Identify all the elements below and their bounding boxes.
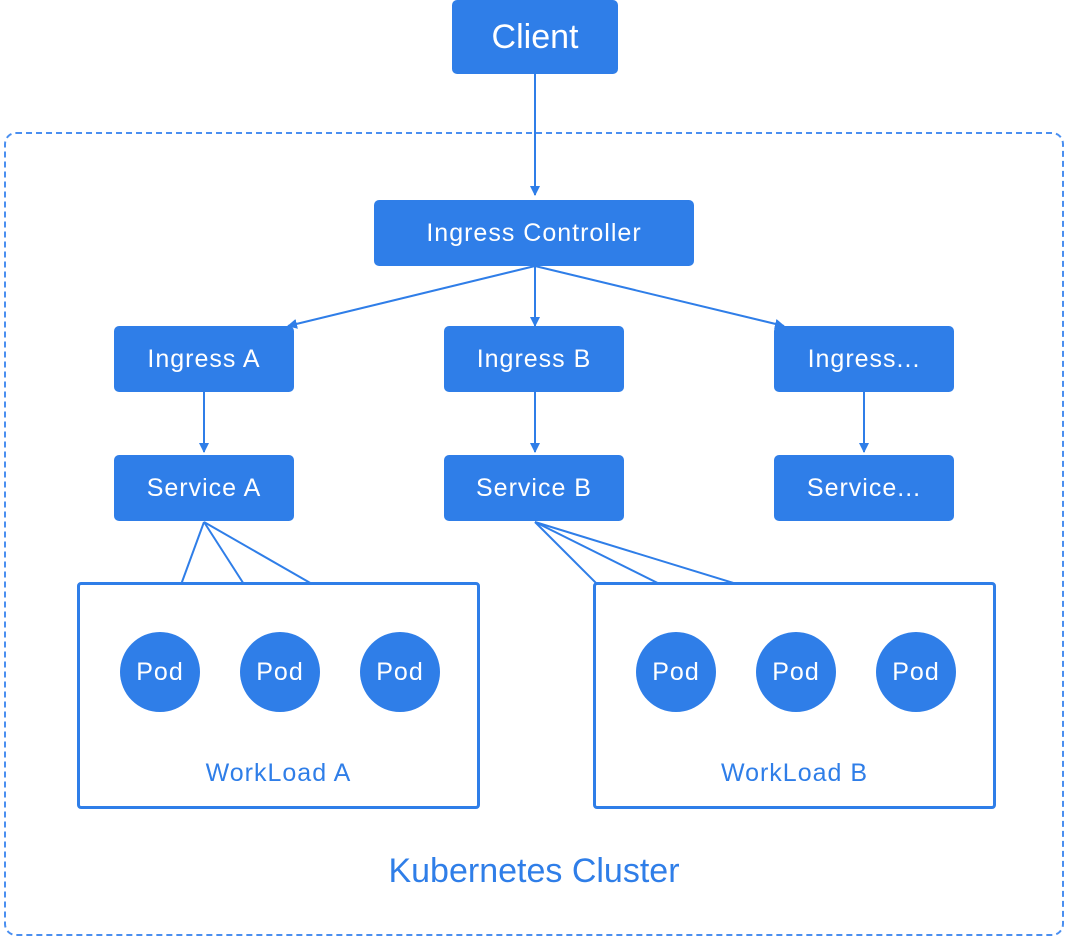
ingress-b-label: Ingress B <box>476 344 592 373</box>
workload-a-label: WorkLoad A <box>205 759 352 787</box>
service-more-label: Service... <box>806 473 922 502</box>
ingress-a-node: Ingress A <box>114 326 294 392</box>
service-a-label: Service A <box>146 473 262 502</box>
pod-node: Pod <box>240 632 320 712</box>
pod-label: Pod <box>256 657 304 686</box>
workload-b-label: WorkLoad B <box>720 759 869 787</box>
pod-node: Pod <box>120 632 200 712</box>
client-node: Client <box>452 0 618 74</box>
ingress-controller-label: Ingress Controller <box>426 218 642 247</box>
pod-label: Pod <box>136 657 184 686</box>
ingress-controller-node: Ingress Controller <box>374 200 694 266</box>
service-b-node: Service B <box>444 455 624 521</box>
ingress-more-label: Ingress... <box>807 344 921 373</box>
kubernetes-cluster-label: Kubernetes Cluster <box>388 852 680 890</box>
client-label: Client <box>491 17 579 56</box>
pod-node: Pod <box>756 632 836 712</box>
ingress-b-node: Ingress B <box>444 326 624 392</box>
service-a-node: Service A <box>114 455 294 521</box>
pod-label: Pod <box>892 657 940 686</box>
pod-node: Pod <box>876 632 956 712</box>
service-b-label: Service B <box>476 473 592 502</box>
pod-label: Pod <box>772 657 820 686</box>
ingress-more-node: Ingress... <box>774 326 954 392</box>
service-more-node: Service... <box>774 455 954 521</box>
pod-node: Pod <box>360 632 440 712</box>
ingress-a-label: Ingress A <box>147 344 261 373</box>
pod-label: Pod <box>376 657 424 686</box>
pod-label: Pod <box>652 657 700 686</box>
pod-node: Pod <box>636 632 716 712</box>
